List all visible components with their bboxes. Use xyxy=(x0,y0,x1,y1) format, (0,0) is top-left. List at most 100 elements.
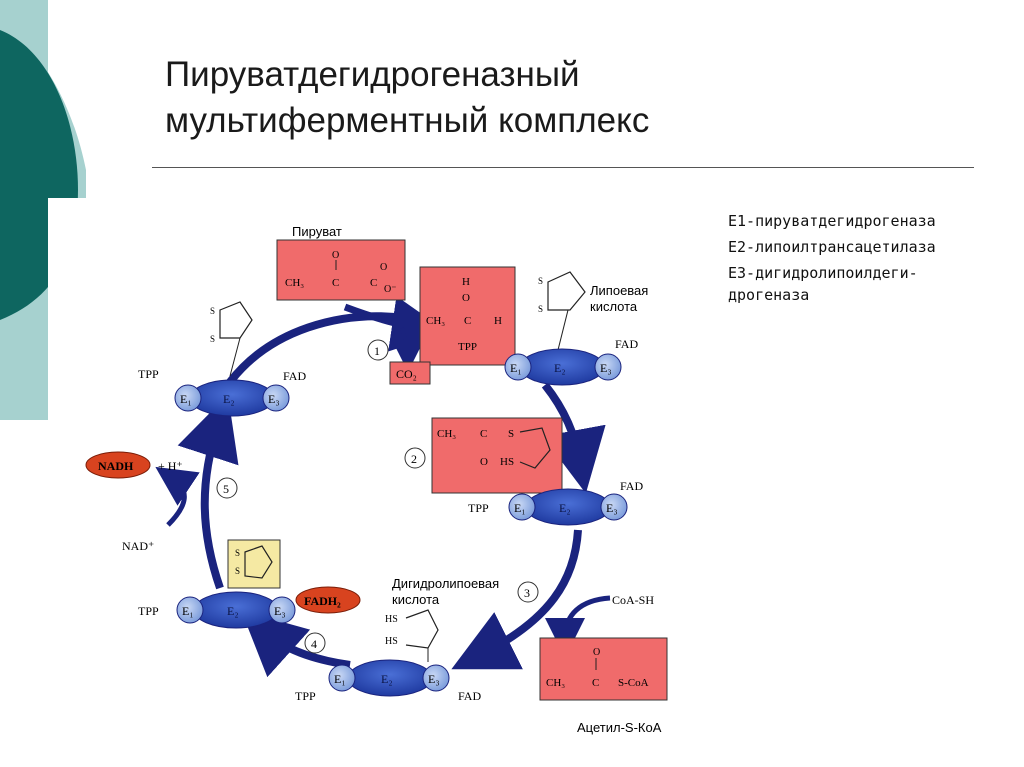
complex-right-top: E₁ E₂ E₃ FAD xyxy=(504,337,638,386)
legend-e2: Е2-липоилтрансацетилаза xyxy=(728,238,936,256)
step-2: 2 xyxy=(404,447,426,469)
hetpp-ch3: CH₃ xyxy=(426,315,445,327)
lipoic-s2: S xyxy=(538,304,543,314)
pyruvate-o-minus: O⁻ xyxy=(384,284,397,295)
acl-hs: HS xyxy=(500,456,514,468)
acetyl-coa-label: Ацетил-S-КоА xyxy=(577,720,662,735)
acl-c: C xyxy=(480,428,487,440)
co2-arrow xyxy=(391,327,424,372)
ox-ring xyxy=(244,545,273,579)
co2-label: CO₂ xyxy=(396,367,417,381)
lipoic-label-2: кислота xyxy=(590,299,638,314)
left-ring-s2: S xyxy=(210,334,215,344)
rt-e2: E₂ xyxy=(554,361,566,375)
legend-e3: Е3-дигидролипоилдеги- дрогеназа xyxy=(728,262,936,306)
step-4-num: 4 xyxy=(311,637,317,651)
acetyl-coa-box xyxy=(539,637,668,701)
complex-right-mid: E₁ E₂ E₃ TPP FAD xyxy=(468,479,643,526)
dihydrolipoic-label-1: Дигидролипоевая xyxy=(392,576,499,591)
decorative-corner-shape xyxy=(0,0,100,420)
lipoic-ring-left xyxy=(219,301,253,339)
hetpp-h-right: H xyxy=(494,315,502,327)
hetpp-tpp: TPP xyxy=(458,341,477,353)
cycle-arrow-right2 xyxy=(451,529,582,670)
step-3-num: 3 xyxy=(524,586,530,600)
rt-e3: E₃ xyxy=(600,361,612,375)
nad-plus-label: NAD⁺ xyxy=(122,539,154,553)
acoa-c: C xyxy=(592,677,599,689)
acl-s: S xyxy=(508,428,514,440)
h-plus-label: + H⁺ xyxy=(158,459,183,473)
lipoic-link-tr xyxy=(557,309,569,351)
acoa-scoa: S-CoA xyxy=(618,677,649,689)
acoa-ch3: CH₃ xyxy=(546,677,565,689)
step-5: 5 xyxy=(216,477,238,499)
pyruvate-ch3: CH₃ xyxy=(285,277,304,289)
rm-fad: FAD xyxy=(620,479,643,493)
rt-e1: E₁ xyxy=(510,361,522,375)
hydroxyethyl-tpp-box xyxy=(419,266,516,366)
cycle-arrow-right1 xyxy=(541,382,606,494)
step-3: 3 xyxy=(517,581,539,603)
rm-e3: E₃ xyxy=(606,501,618,515)
step-5-num: 5 xyxy=(223,482,229,496)
lt-fad: FAD xyxy=(283,369,306,383)
dhl-hs2: HS xyxy=(385,636,398,647)
ox-s1: S xyxy=(235,548,240,558)
legend-e3-line2: дрогеназа xyxy=(728,286,810,304)
rt-fad: FAD xyxy=(615,337,638,351)
rm-tpp: TPP xyxy=(468,501,489,515)
lt-e2: E₂ xyxy=(223,392,235,406)
b-tpp: TPP xyxy=(295,689,316,703)
acoa-o: O xyxy=(593,647,600,658)
ox-s2: S xyxy=(235,566,240,576)
title-line-1: Пируватдегидрогеназный xyxy=(165,55,580,94)
pyruvate-o-top: O xyxy=(332,250,339,261)
b-e1: E₁ xyxy=(334,672,346,686)
lipoic-s1: S xyxy=(538,276,543,286)
hetpp-o: O xyxy=(462,292,470,304)
page-title: Пируватдегидрогеназный мультиферментный … xyxy=(165,52,649,144)
legend-e3-line1: Е3-дигидролипоилдеги- xyxy=(728,264,918,282)
step-1: 1 xyxy=(367,339,389,361)
fadh2-oval xyxy=(295,586,361,614)
title-divider xyxy=(152,167,974,168)
left-ring-link xyxy=(229,337,241,377)
left-ring-s1: S xyxy=(210,306,215,316)
lt-e3: E₃ xyxy=(268,392,280,406)
rm-e1: E₁ xyxy=(514,501,526,515)
step-1-num: 1 xyxy=(374,344,380,358)
pdh-cycle-diagram: Пируват O CH₃ C C O O⁻ H O CH₃ C H TPP C… xyxy=(85,224,668,735)
nadh-oval xyxy=(85,451,151,479)
b-fad: FAD xyxy=(458,689,481,703)
pyruvate-o-right: O xyxy=(380,262,387,273)
cycle-arrow-left xyxy=(177,394,239,590)
lipoic-label-1: Липоевая xyxy=(590,283,648,298)
lipoic-ring-top-right xyxy=(547,271,586,311)
complex-left-top: E₁ E₂ E₃ TPP FAD xyxy=(138,367,306,417)
dhl-hs1: HS xyxy=(385,614,398,625)
step-4: 4 xyxy=(304,632,326,654)
enzyme-legend: Е1-пируватдегидрогеназа Е2-липоилтрансац… xyxy=(728,210,936,306)
acl-ch3: CH₃ xyxy=(437,428,456,440)
pyruvate-box xyxy=(276,239,406,301)
fadh2-label: FADH₂ xyxy=(304,594,341,608)
complex-left-bottom: E₁ E₂ E₃ TPP xyxy=(138,591,296,629)
lb-e2: E₂ xyxy=(227,604,239,618)
lb-e3: E₃ xyxy=(274,604,286,618)
pyruvate-c2: C xyxy=(370,277,377,289)
b-e3: E₃ xyxy=(428,672,440,686)
nadh-label: NADH xyxy=(98,459,134,473)
title-line-2: мультиферментный комплекс xyxy=(165,101,650,140)
lb-e1: E₁ xyxy=(182,604,194,618)
complex-bottom: E₁ E₂ E₃ TPP FAD xyxy=(295,659,481,703)
cycle-arrow-bottom xyxy=(241,610,351,678)
cycle-arrow-step1 xyxy=(343,296,448,352)
pyruvate-c: C xyxy=(332,277,339,289)
acetyl-lipoamide-box xyxy=(431,417,563,494)
rm-e2: E₂ xyxy=(559,501,571,515)
lt-tpp: TPP xyxy=(138,367,159,381)
dhl-ring xyxy=(405,609,439,649)
co2-box xyxy=(389,361,431,385)
legend-e1: Е1-пируватдегидрогеназа xyxy=(728,212,936,230)
